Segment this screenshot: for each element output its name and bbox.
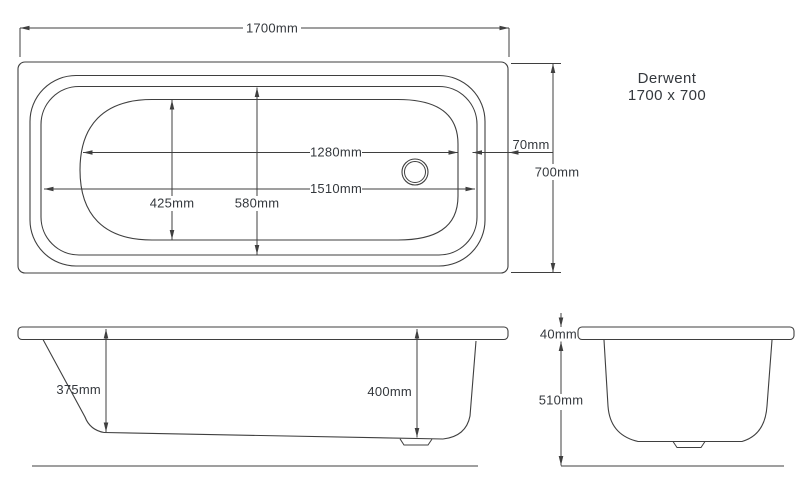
dim-depth-head-end-label: 375mm (56, 382, 101, 397)
dim-arrowhead (103, 422, 109, 432)
dim-edge-gap-label: 70mm (512, 137, 549, 152)
dim-overall-length: 1700mm (19, 21, 510, 57)
waste-outlet-profile (672, 441, 706, 448)
end-view: 40mm 510mm (539, 313, 795, 467)
dim-rim-opening-width: 580mm (235, 87, 280, 255)
bath-interior-outline (79, 98, 459, 241)
dim-floor-length-label: 1280mm (310, 145, 362, 160)
bath-rim-inner-line (40, 85, 478, 256)
dim-depth-head-end: 375mm (56, 329, 109, 432)
dim-arrowhead (558, 341, 564, 351)
dim-arrowhead (44, 186, 54, 192)
dim-depth-foot-end-label: 400mm (367, 384, 412, 399)
dim-arrowhead (254, 87, 260, 97)
dim-arrowhead (550, 263, 556, 273)
dim-arrowhead (103, 329, 109, 339)
right-wall-profile (442, 340, 477, 440)
dim-overall-length-label: 1700mm (246, 21, 298, 36)
dim-height-below-rim-label: 510mm (539, 393, 584, 408)
dim-arrowhead (509, 150, 519, 155)
dim-rim-thickness: 40mm (540, 313, 577, 342)
dim-arrowhead (472, 150, 482, 155)
drain-outer-circle (401, 158, 429, 186)
bath-rim-outer-line (29, 74, 486, 267)
dim-edge-gap: 70mm (472, 137, 553, 155)
rim-profile (577, 326, 795, 341)
dim-arrowhead (169, 100, 175, 110)
dim-rim-opening-length: 1510mm (44, 181, 475, 196)
dim-arrowhead (448, 150, 458, 155)
side-view: 375mm 400mm (17, 326, 509, 467)
dim-arrowhead (414, 329, 420, 339)
dim-arrowhead (465, 186, 475, 192)
dim-floor-width-label: 425mm (150, 196, 195, 211)
dim-overall-width: 700mm (511, 63, 580, 273)
tub-section-profile (603, 339, 773, 443)
bath-outer-edge (17, 61, 509, 274)
dim-arrowhead (169, 230, 175, 240)
top-view: 1700mm 700mm 1280mm 70mm (17, 21, 580, 274)
dim-arrowhead (20, 25, 30, 31)
waste-outlet-profile (399, 438, 433, 446)
dim-arrowhead (499, 25, 509, 31)
dim-rim-opening-length-label: 1510mm (310, 181, 362, 196)
model-size: 1700 x 700 (628, 87, 706, 104)
dim-overall-width-label: 700mm (535, 165, 580, 180)
title-block: Derwent 1700 x 700 (628, 70, 706, 104)
dim-depth-foot-end: 400mm (367, 329, 420, 438)
dim-rim-opening-width-label: 580mm (235, 196, 280, 211)
model-name: Derwent (638, 70, 697, 87)
left-wall-profile (42, 339, 105, 434)
dim-arrowhead (558, 317, 564, 327)
dim-height-below-rim: 510mm (539, 341, 584, 466)
drain-inner-circle (404, 161, 426, 183)
dim-arrowhead (550, 63, 556, 73)
bottom-profile (103, 431, 444, 440)
dim-arrowhead (558, 456, 564, 466)
dim-rim-thickness-label: 40mm (540, 327, 577, 342)
dim-arrowhead (254, 245, 260, 255)
rim-profile (17, 326, 509, 341)
dim-arrowhead (83, 150, 93, 155)
dim-floor-length: 1280mm (83, 145, 458, 160)
dim-arrowhead (414, 428, 420, 438)
dim-floor-width: 425mm (150, 100, 195, 240)
